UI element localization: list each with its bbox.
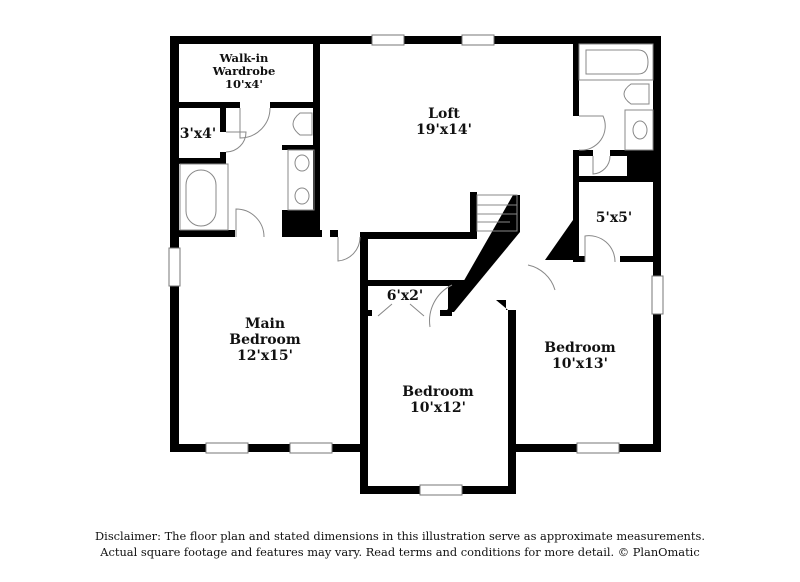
- room-name: Main: [244, 316, 286, 332]
- room-dims: 10'x13': [552, 356, 608, 373]
- room-label-walkin-wardrobe: Walk-in Wardrobe 10'x4': [212, 51, 276, 92]
- walls: [170, 36, 661, 494]
- room-name: Bedroom: [544, 340, 616, 356]
- disclaimer-line-1: Disclaimer: The floor plan and stated di…: [95, 529, 705, 543]
- room-name: Bedroom: [229, 332, 301, 349]
- room-name: Walk-in: [219, 51, 269, 65]
- room-dims: 6'x2': [386, 288, 424, 304]
- room-label-closet-5x5: 5'x5': [596, 210, 632, 226]
- room-name: Loft: [428, 106, 460, 122]
- room-label-main-bedroom: Main Bedroom 12'x15': [229, 316, 300, 364]
- room-label-loft: Loft 19'x14': [416, 106, 472, 138]
- room-dims: 10'x12': [410, 400, 466, 417]
- room-label-bedroom-3: Bedroom 10'x13': [544, 340, 615, 372]
- room-name: Bedroom: [402, 384, 474, 400]
- room-name: Wardrobe: [212, 64, 276, 79]
- disclaimer-line-2: Actual square footage and features may v…: [100, 545, 700, 559]
- room-dims: 10'x4': [225, 77, 263, 92]
- windows: [168, 34, 664, 496]
- room-dims: 3'x4': [179, 126, 217, 142]
- room-label-bedroom-2: Bedroom 10'x12': [402, 384, 473, 416]
- room-dims: 19'x14': [416, 122, 472, 139]
- room-dims: 5'x5': [595, 210, 633, 226]
- room-label-closet-6x2: 6'x2': [387, 288, 423, 304]
- room-dims: 12'x15': [237, 348, 293, 365]
- room-label-closet-3x4: 3'x4': [180, 126, 216, 142]
- fixtures: [179, 43, 654, 328]
- disclaimer: Disclaimer: The floor plan and stated di…: [0, 528, 800, 560]
